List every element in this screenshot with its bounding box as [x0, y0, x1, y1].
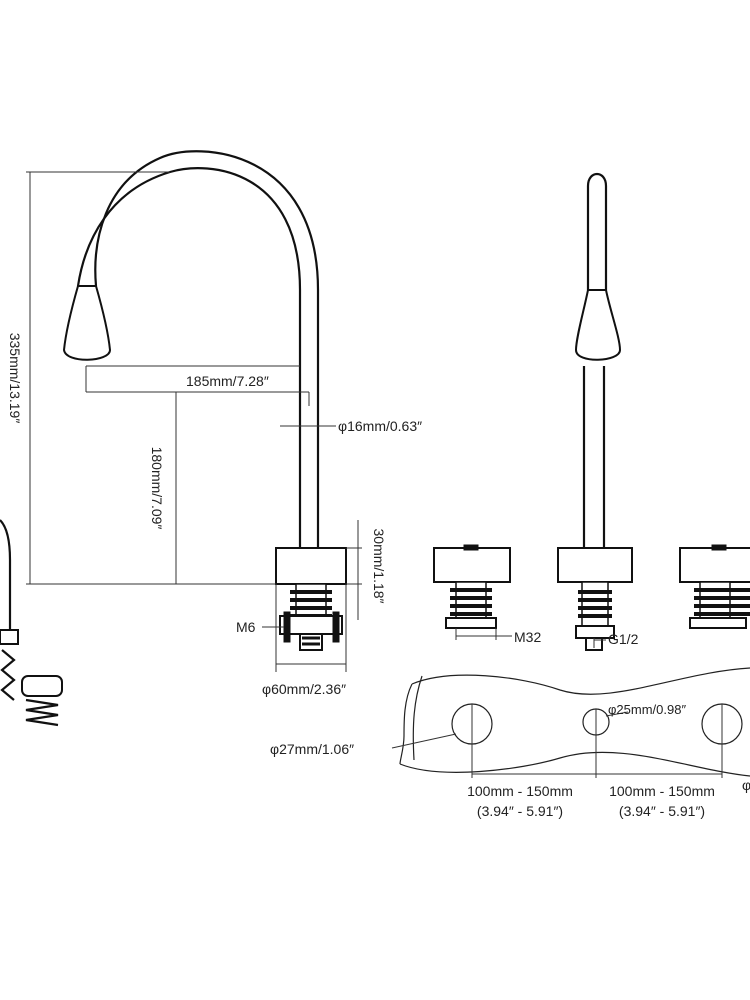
label-base-diameter: φ60mm/2.36″ — [262, 681, 346, 697]
handle-right-front — [679, 544, 750, 629]
label-spacing-right-mm: 100mm - 150mm — [609, 783, 715, 799]
dimension-lines-left — [26, 171, 362, 672]
label-stud-thread: M6 — [236, 619, 256, 635]
label-base-height: 30mm/1.18″ — [371, 529, 387, 604]
dimension-lines-front — [455, 628, 606, 648]
label-tube-diameter: φ16mm/0.63″ — [338, 418, 422, 434]
label-spout-reach: 185mm/7.28″ — [186, 373, 269, 389]
label-spacing-right-in: (3.94″ - 5.91″) — [619, 803, 705, 819]
label-spout-thread: G1/2 — [608, 631, 639, 647]
handle-left-front — [433, 544, 511, 629]
faucet-side-view — [62, 150, 347, 651]
label-height-total: 335mm/13.19″ — [7, 333, 23, 424]
countertop-hole-layout — [391, 667, 750, 778]
label-spacing-left-in: (3.94″ - 5.91″) — [477, 803, 563, 819]
left-edge-fragment — [0, 519, 63, 727]
faucet-front-view — [557, 172, 633, 651]
label-spout-height: 180mm/7.09″ — [149, 447, 165, 530]
label-spacing-left-mm: 100mm - 150mm — [467, 783, 573, 799]
label-handle-thread: M32 — [514, 629, 541, 645]
label-handle-hole: φ27mm/1.06″ — [270, 741, 354, 757]
label-spout-hole: φ25mm/0.98″ — [608, 702, 686, 717]
label-edge-fragment: φ — [742, 777, 750, 793]
